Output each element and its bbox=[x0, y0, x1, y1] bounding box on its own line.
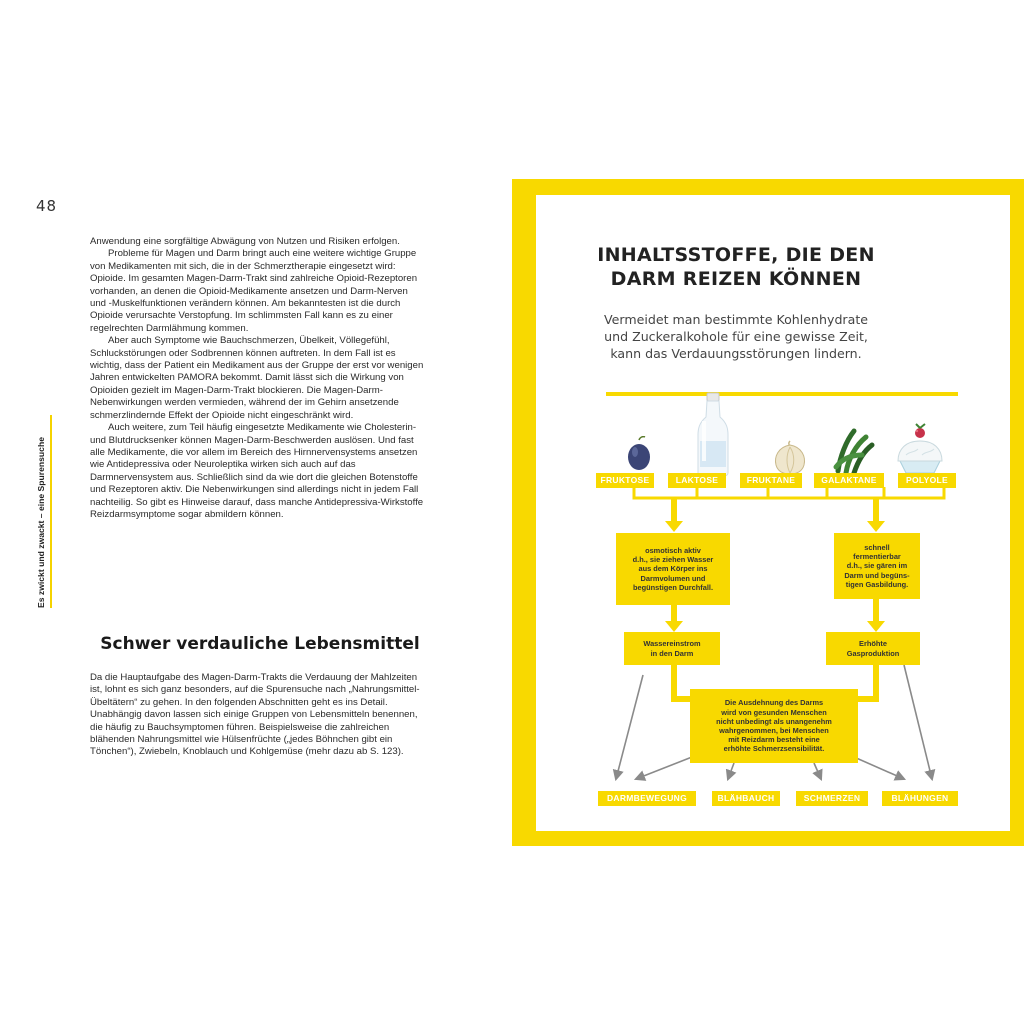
green-beans-icon bbox=[833, 428, 875, 475]
tag-laktose: LAKTOSE bbox=[668, 473, 726, 488]
body-text-bottom: Da die Hauptaufgabe des Magen-Darm-Trakt… bbox=[90, 672, 424, 759]
gray-arrow bbox=[853, 756, 907, 781]
arrow-head bbox=[867, 621, 885, 632]
plum-icon bbox=[628, 436, 650, 470]
arrow-head bbox=[867, 521, 885, 532]
box-center-explanation: Die Ausdehnung des Darms wird von gesund… bbox=[690, 689, 858, 763]
tags-bracket bbox=[632, 487, 946, 500]
gray-arrow bbox=[612, 674, 644, 782]
paragraph: Probleme für Magen und Darm bringt auch … bbox=[90, 248, 418, 334]
arrow-head bbox=[665, 521, 683, 532]
info-subtitle-line: Vermeidet man bestimmte Kohlenhydrate bbox=[603, 312, 869, 327]
gray-arrow bbox=[725, 762, 737, 782]
box-osmotic: osmotisch aktiv d.h., sie ziehen Wasser … bbox=[616, 533, 730, 605]
top-divider-line bbox=[606, 392, 958, 396]
box-osmotic-text: osmotisch aktiv d.h., sie ziehen Wasser … bbox=[632, 545, 714, 592]
info-panel-inner: INHALTSSTOFFE, DIE DEN DARM REIZEN KÖNNE… bbox=[536, 195, 1010, 831]
info-title-line: INHALTSSTOFFE, DIE DEN bbox=[597, 244, 875, 266]
outcome-blaehbauch: BLÄHBAUCH bbox=[712, 791, 780, 806]
paragraph: Da die Hauptaufgabe des Magen-Darm-Trakt… bbox=[90, 672, 420, 758]
body-text-top: Anwendung eine sorgfältige Abwägung von … bbox=[90, 236, 424, 521]
info-subtitle-line: kann das Verdauungsstörungen lindern. bbox=[610, 346, 862, 361]
tag-fruktane: FRUKTANE bbox=[740, 473, 802, 488]
box-gas-production: Erhöhte Gasproduktion bbox=[826, 632, 920, 665]
info-subtitle: Vermeidet man bestimmte Kohlenhydrate un… bbox=[536, 311, 936, 362]
box-gas-production-text: Erhöhte Gasproduktion bbox=[846, 639, 900, 658]
box-water-influx: Wassereinstrom in den Darm bbox=[624, 632, 720, 665]
box-center-explanation-text: Die Ausdehnung des Darms wird von gesund… bbox=[716, 698, 832, 754]
info-title: INHALTSSTOFFE, DIE DEN DARM REIZEN KÖNNE… bbox=[536, 243, 936, 291]
gray-arrow bbox=[812, 762, 823, 782]
arrow-elbow-left bbox=[671, 665, 694, 702]
info-subtitle-line: und Zuckeralkohole für eine gewisse Zeit… bbox=[604, 329, 868, 344]
paragraph: Aber auch Symptome wie Bauchschmerzen, Ü… bbox=[90, 335, 424, 421]
info-panel: INHALTSSTOFFE, DIE DEN DARM REIZEN KÖNNE… bbox=[512, 179, 1024, 846]
page-number: 48 bbox=[36, 197, 58, 215]
box-water-influx-text: Wassereinstrom in den Darm bbox=[643, 639, 701, 658]
arrow-elbow-right bbox=[854, 665, 879, 702]
running-head: Es zwickt und zwackt – eine Spurensuche bbox=[30, 415, 52, 608]
box-ferment-text: schnell fermentierbar d.h., sie gären im… bbox=[844, 542, 910, 589]
paragraph: Anwendung eine sorgfältige Abwägung von … bbox=[90, 236, 400, 247]
running-head-rule bbox=[50, 415, 52, 608]
outcome-schmerzen: SCHMERZEN bbox=[796, 791, 868, 806]
gray-arrow bbox=[903, 664, 936, 782]
tag-fruktose: FRUKTOSE bbox=[596, 473, 654, 488]
paragraph: Auch weitere, zum Teil häufig eingesetzt… bbox=[90, 422, 424, 520]
milk-bottle-icon bbox=[697, 392, 729, 477]
section-heading: Schwer verdauliche Lebensmittel bbox=[100, 634, 420, 654]
gray-arrow bbox=[633, 756, 693, 781]
tag-galaktane: GALAKTANE bbox=[814, 473, 884, 488]
arrow-head bbox=[665, 621, 683, 632]
outcome-darmbewegung: DARMBEWEGUNG bbox=[598, 791, 696, 806]
ice-cream-raspberry-icon bbox=[897, 423, 943, 474]
info-title-line: DARM REIZEN KÖNNEN bbox=[610, 268, 862, 290]
onion-icon bbox=[775, 440, 805, 475]
tag-polyole: POLYOLE bbox=[898, 473, 956, 488]
outcome-blaehungen: BLÄHUNGEN bbox=[882, 791, 958, 806]
box-ferment: schnell fermentierbar d.h., sie gären im… bbox=[834, 533, 920, 599]
running-head-text: Es zwickt und zwackt – eine Spurensuche bbox=[36, 437, 46, 608]
